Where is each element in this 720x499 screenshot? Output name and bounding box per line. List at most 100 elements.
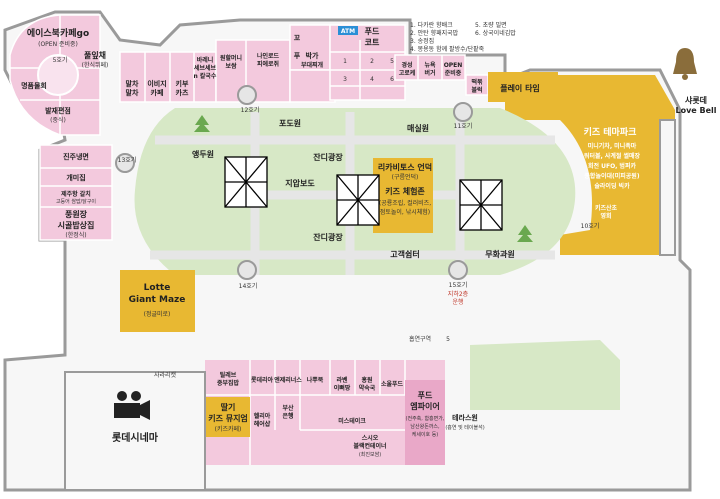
kids-theme-title[interactable]: 키즈 테마파크 (584, 126, 637, 138)
fc-num-2: 2 (370, 58, 374, 65)
liberty-label[interactable]: 리카비토스 언덕 (378, 162, 432, 172)
maesil-label[interactable]: 매실원 (407, 123, 429, 133)
nairo-label[interactable]: 나인로드 (257, 52, 280, 60)
sharon-label[interactable]: 샤롯데 (685, 95, 707, 105)
hongwon-label[interactable]: 홍원 (361, 376, 372, 384)
fc-num-1: 1 (343, 58, 347, 65)
legend-4: 4. 몽용동 함께 팔방수/단팥죽 (410, 45, 485, 53)
hair-label[interactable]: 헬리아 (254, 412, 271, 420)
maze-title2: Giant Maze (129, 295, 186, 305)
yaksuk-label: 약숙국 (359, 384, 376, 392)
nabbuk-label[interactable]: 나뿌북 (307, 376, 324, 384)
food-emp-sub2: 남산왕돈까스, (410, 423, 440, 430)
play-time-label[interactable]: 플레이 타임 (500, 83, 540, 93)
nyuyok-label[interactable]: 뉴욕 (424, 61, 436, 69)
jinju-label[interactable]: 진주냉면 (63, 152, 89, 161)
food-emp2-label: 엠파이어 (410, 401, 439, 411)
jeju-label[interactable]: 제주항 갈치 (61, 190, 91, 198)
liberty-sub: (구름언덕) (392, 174, 419, 181)
kids-experience-zone (373, 158, 433, 233)
cinema-label[interactable]: 롯데시네마 (112, 431, 159, 444)
elevators (115, 85, 473, 280)
terrace-label[interactable]: 테라스원 (452, 413, 478, 422)
sebseb-label: 세브세브 (194, 64, 217, 72)
ibaeji-label[interactable]: 이비지 (147, 79, 166, 88)
beogeo-label: 버거 (424, 69, 435, 77)
jandi2-label[interactable]: 잔디광장 (313, 232, 343, 242)
podowon-label[interactable]: 포도원 (279, 118, 301, 128)
baljae-sub: (중식) (50, 116, 66, 124)
malcha-label[interactable]: 말차 (126, 79, 139, 88)
baljae-label[interactable]: 발재편점 (45, 106, 71, 115)
gaemi-label[interactable]: 개미집 (66, 173, 85, 182)
wonhal-label[interactable]: 원할머니 (220, 54, 242, 62)
atm-label[interactable]: ATM (341, 28, 355, 35)
teokbokki-label[interactable]: 떡볶 (471, 78, 483, 86)
floor11-label: 11호기 (454, 122, 473, 130)
kids-theme-list2: 워터볼, 사계절 썰매장 (584, 152, 641, 160)
cafe-label[interactable]: 에이스북카페go (27, 27, 89, 39)
jun-label: 준비중 (445, 69, 462, 77)
ibaesaeng-label: 이뻐땅 (334, 384, 351, 392)
food-emp-label[interactable]: 푸드 (418, 391, 433, 400)
tlebol-label[interactable]: 틸레브 (220, 371, 237, 379)
pieroji-label: 피에로쥐 (257, 60, 279, 68)
lotteria-label[interactable]: 롯데리아 (251, 376, 274, 384)
kachu-label: 카츠 (176, 88, 189, 97)
sigol-label[interactable]: 시골밥상집 (58, 220, 95, 230)
legend-3: 3. 송정집 (410, 37, 434, 45)
lovebell-label: Love Bell (675, 106, 716, 115)
kids-museum-label[interactable]: 키즈 뮤지엄 (208, 413, 248, 423)
food-court-title[interactable]: 푸드 (365, 27, 380, 36)
floor15-note2: 운행 (452, 298, 463, 306)
maze-title1[interactable]: Lotte (144, 283, 171, 293)
cafe-sub: (OPEN 준비중) (38, 40, 78, 48)
kidsparty-sub: 영회 (600, 212, 611, 220)
kyungyang-label[interactable]: 경성 (401, 61, 412, 69)
open-label: OPEN (444, 62, 463, 69)
anjelinus-label[interactable]: 엔제리너스 (274, 376, 302, 384)
kids-exp-sub1: (공룡조립, 컬러비즈, (379, 199, 431, 207)
pullim-label[interactable]: 풀잎채 (84, 50, 106, 60)
soulfood-label[interactable]: 소울푸드 (381, 380, 404, 388)
tree-icon (194, 115, 533, 242)
floor15-label: 15호기 (449, 281, 468, 289)
jiap-label[interactable]: 지압보도 (285, 178, 315, 188)
myeongpum-label[interactable]: 명품물회 (21, 81, 47, 90)
floor13-label: 13호기 (118, 156, 137, 164)
fc-num-5: 5 (390, 58, 394, 65)
kibu-label[interactable]: 키부 (176, 79, 189, 88)
fc-num-6: 6 (390, 76, 394, 83)
muhwa-label[interactable]: 무화과원 (485, 249, 514, 259)
legend-5: 5. 초량 밀면 (475, 21, 507, 29)
floor12-label: 12호기 (241, 106, 260, 114)
legend-2: 2. 안탄 향패지국밥 (410, 29, 459, 37)
misteik-label[interactable]: 미스테이크 (338, 417, 366, 425)
sunyu-label[interactable]: 스시오 (362, 435, 379, 442)
kids-exp-label[interactable]: 키즈 체험존 (385, 186, 425, 196)
kids-theme-list1: 미니기차, 미니족마 (588, 142, 637, 150)
pungwon-label[interactable]: 풍원장 (65, 209, 88, 219)
baksul-label[interactable]: 박가 (306, 51, 319, 60)
busan-label[interactable]: 부산 (282, 404, 294, 412)
rabeon-label[interactable]: 라벤 (336, 376, 348, 384)
jandi1-label[interactable]: 잔디광장 (313, 152, 343, 162)
barenee-label[interactable]: 바레니 (197, 56, 214, 64)
sunyu-sub: 블랙컨테이너 (353, 442, 386, 450)
aengduwon-label[interactable]: 앵두원 (192, 149, 214, 159)
fc-num-3: 3 (343, 76, 347, 83)
legend-1: 1. 다카란 향배크 (410, 21, 453, 29)
maze-sub: (정글미로) (144, 310, 171, 318)
floor10-label: 10호기 (581, 222, 600, 230)
giant-maze (120, 270, 195, 332)
gogyeom-label[interactable]: 고객쉼터 (390, 249, 419, 259)
food-emp-sub1: (전주축, 함흥면가, (406, 415, 445, 422)
fc-num-4: 4 (370, 76, 374, 83)
ttalgi-label[interactable]: 딸기 (221, 402, 236, 412)
atm-box (338, 26, 358, 35)
jungbu-label: 중부집밥 (217, 379, 240, 387)
kids-theme-list3: 회전 UFO, 범퍼카 (588, 162, 636, 170)
sarangbang-label[interactable]: 사라리캣 (154, 371, 177, 379)
play-time-zone (488, 72, 558, 102)
